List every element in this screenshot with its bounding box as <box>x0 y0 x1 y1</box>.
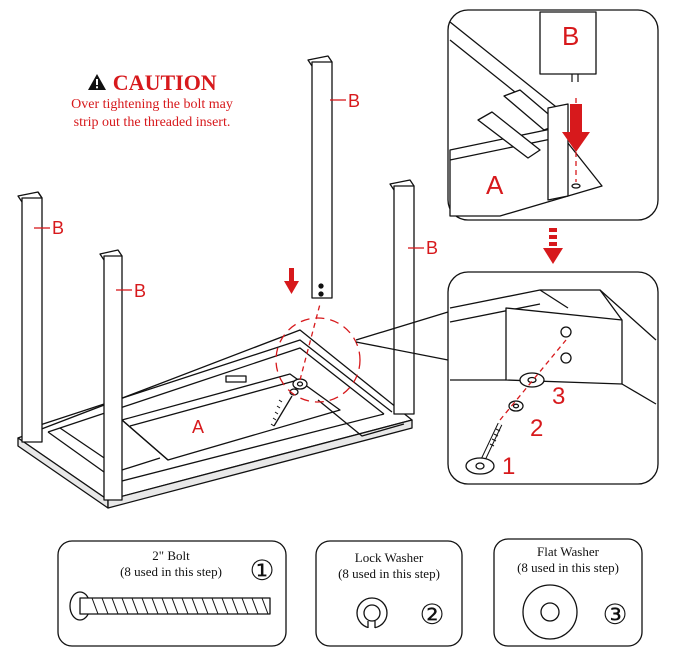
caution-title: CAUTION <box>112 70 217 95</box>
table-frame <box>17 329 413 509</box>
part-bolt-caption: 2" Bolt (8 used in this step) <box>96 548 246 580</box>
label-detail-b: B <box>562 21 579 51</box>
part-number-3: ③ <box>602 598 627 631</box>
leg-center-lifted <box>307 55 333 299</box>
dashed-down-arrow-icon <box>543 228 563 264</box>
down-arrow-icon <box>284 268 299 294</box>
label-detail-a: A <box>486 170 504 200</box>
detail-highlight-circle <box>275 317 361 403</box>
part-bolt-qty: (8 used in this step) <box>120 564 222 579</box>
leg-right-back <box>389 179 415 415</box>
part-flat-washer-name: Flat Washer <box>537 544 599 559</box>
part-bolt-name: 2" Bolt <box>152 548 190 563</box>
part-box-bolt <box>57 540 287 647</box>
part-number-1: ① <box>249 554 274 587</box>
down-arrow-icon <box>562 104 590 152</box>
label-leg-b-2: B <box>134 281 146 301</box>
part-box-flat-washer <box>493 538 643 647</box>
part-lock-washer-name: Lock Washer <box>354 550 424 565</box>
warning-triangle-icon <box>88 74 107 90</box>
label-step-3: 3 <box>552 383 565 410</box>
part-number-2: ② <box>419 598 444 631</box>
label-leg-b-4: B <box>426 238 438 258</box>
part-flat-washer-caption: Flat Washer (8 used in this step) <box>494 544 642 576</box>
caution-text-line-2: strip out the threaded insert. <box>73 115 231 130</box>
caution-block: CAUTION Over tightening the bolt may str… <box>52 70 252 132</box>
caution-text-line-1: Over tightening the bolt may <box>71 97 233 112</box>
leg-left-back <box>17 191 43 443</box>
label-leg-b-3: B <box>348 91 360 111</box>
part-lock-washer-caption: Lock Washer (8 used in this step) <box>316 550 462 582</box>
part-flat-washer-qty: (8 used in this step) <box>517 560 619 575</box>
label-step-2: 2 <box>530 415 543 442</box>
caution-heading: CAUTION <box>52 70 252 96</box>
leg-left-front <box>99 249 123 501</box>
part-lock-washer-qty: (8 used in this step) <box>338 566 440 581</box>
label-leg-b-1: B <box>52 218 64 238</box>
part-box-lock-washer <box>315 540 463 647</box>
label-frame-a: A <box>192 417 204 437</box>
detail-box-top <box>447 9 659 221</box>
label-step-1: 1 <box>502 453 515 480</box>
detail-box-bottom <box>447 271 659 485</box>
